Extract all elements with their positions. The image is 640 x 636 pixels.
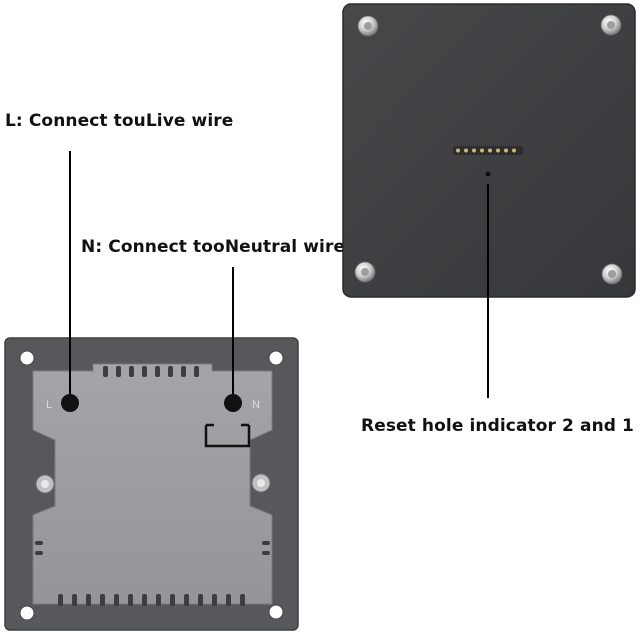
frame-hole-bottom-left <box>19 605 35 621</box>
top-vents <box>103 366 199 377</box>
reset-hole <box>485 171 491 177</box>
plate-screw-bottom-left <box>354 261 376 283</box>
mount-boss-right <box>251 473 271 493</box>
terminal-l-mark: L <box>46 399 52 411</box>
terminal-l <box>61 394 79 412</box>
mount-boss-left <box>35 474 55 494</box>
frame-hole-bottom-right <box>268 604 284 620</box>
bottom-vents <box>58 594 245 606</box>
terminal-n <box>224 394 242 412</box>
bracket-symbol <box>204 423 251 448</box>
plate-screw-top-right <box>600 14 622 36</box>
side-vents <box>35 541 270 555</box>
switch-back: L N <box>4 337 299 631</box>
neutral-wire-label: N: Connect tooNeutral wire <box>81 237 346 257</box>
frame-hole-top-right <box>268 350 284 366</box>
frame-hole-top-left <box>19 350 35 366</box>
pin-connector <box>453 146 523 155</box>
plate-screw-bottom-right <box>601 263 623 285</box>
leader-lines <box>69 151 489 398</box>
plate-screw-top-left <box>357 15 379 37</box>
back-plate <box>342 3 636 298</box>
live-wire-label: L: Connect touLive wire <box>5 111 234 131</box>
reset-hole-label: Reset hole indicator 2 and 1 <box>361 416 634 436</box>
terminal-n-mark: N <box>252 399 260 411</box>
